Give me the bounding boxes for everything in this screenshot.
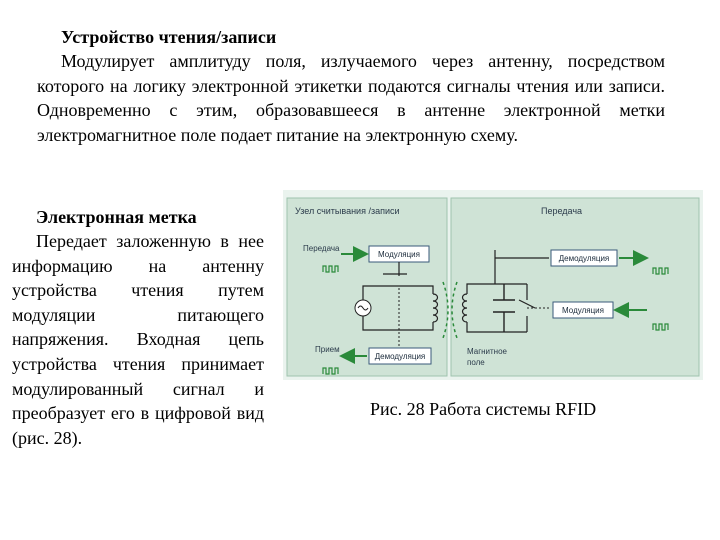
tag-paragraph: Передает заложенную в нее информацию на … <box>12 231 264 448</box>
tag-panel <box>450 197 700 377</box>
modulation-box-label: Модуляция <box>378 250 420 259</box>
reader-switch <box>383 262 407 276</box>
rfid-diagram: Узел считывания /записи Передача Передач… <box>283 190 703 380</box>
tag-demodulation-box <box>550 249 618 267</box>
tag-demodulation-box-label: Демодуляция <box>559 254 610 263</box>
demodulation-box <box>368 347 432 365</box>
tag-panel-title: Передача <box>541 206 582 216</box>
reader-section: Устройство чтения/записи Модулирует ампл… <box>37 25 665 147</box>
reader-receive-pulse-icon <box>322 367 339 375</box>
reader-panel-title: Узел считывания /записи <box>295 206 400 216</box>
tag-out-pulse-icon <box>652 267 669 275</box>
tag-coil-icon <box>461 293 468 323</box>
reader-wires <box>362 285 434 331</box>
reader-receive-label: Прием <box>315 345 340 354</box>
ac-wave-icon <box>357 305 369 311</box>
reader-heading: Устройство чтения/записи <box>61 27 277 47</box>
reader-panel <box>286 197 448 377</box>
reader-paragraph: Модулирует амплитуду поля, излучаемого ч… <box>37 51 665 145</box>
tag-switch-icon <box>518 284 536 332</box>
demodulation-box-label: Демодуляция <box>375 352 426 361</box>
reader-transmit-pulse-icon <box>322 265 339 273</box>
figure-caption: Рис. 28 Работа системы RFID <box>370 399 597 419</box>
tag-in-pulse-icon <box>652 323 669 331</box>
magnetic-field-label-line-1: Магнитное <box>467 347 508 356</box>
tag-modulation-box-label: Модуляция <box>562 306 604 315</box>
tag-capacitor-icon <box>493 284 515 332</box>
tag-wires <box>466 250 549 333</box>
tag-section: Электронная метка Передает заложенную в … <box>12 205 264 450</box>
rfid-diagram-svg: Узел считывания /записи Передача Передач… <box>283 190 703 380</box>
tag-heading: Электронная метка <box>36 207 197 227</box>
magnetic-field-label-line-2: поле <box>467 358 485 367</box>
reader-transmit-label: Передача <box>303 244 340 253</box>
reader-coil-icon <box>432 293 439 323</box>
